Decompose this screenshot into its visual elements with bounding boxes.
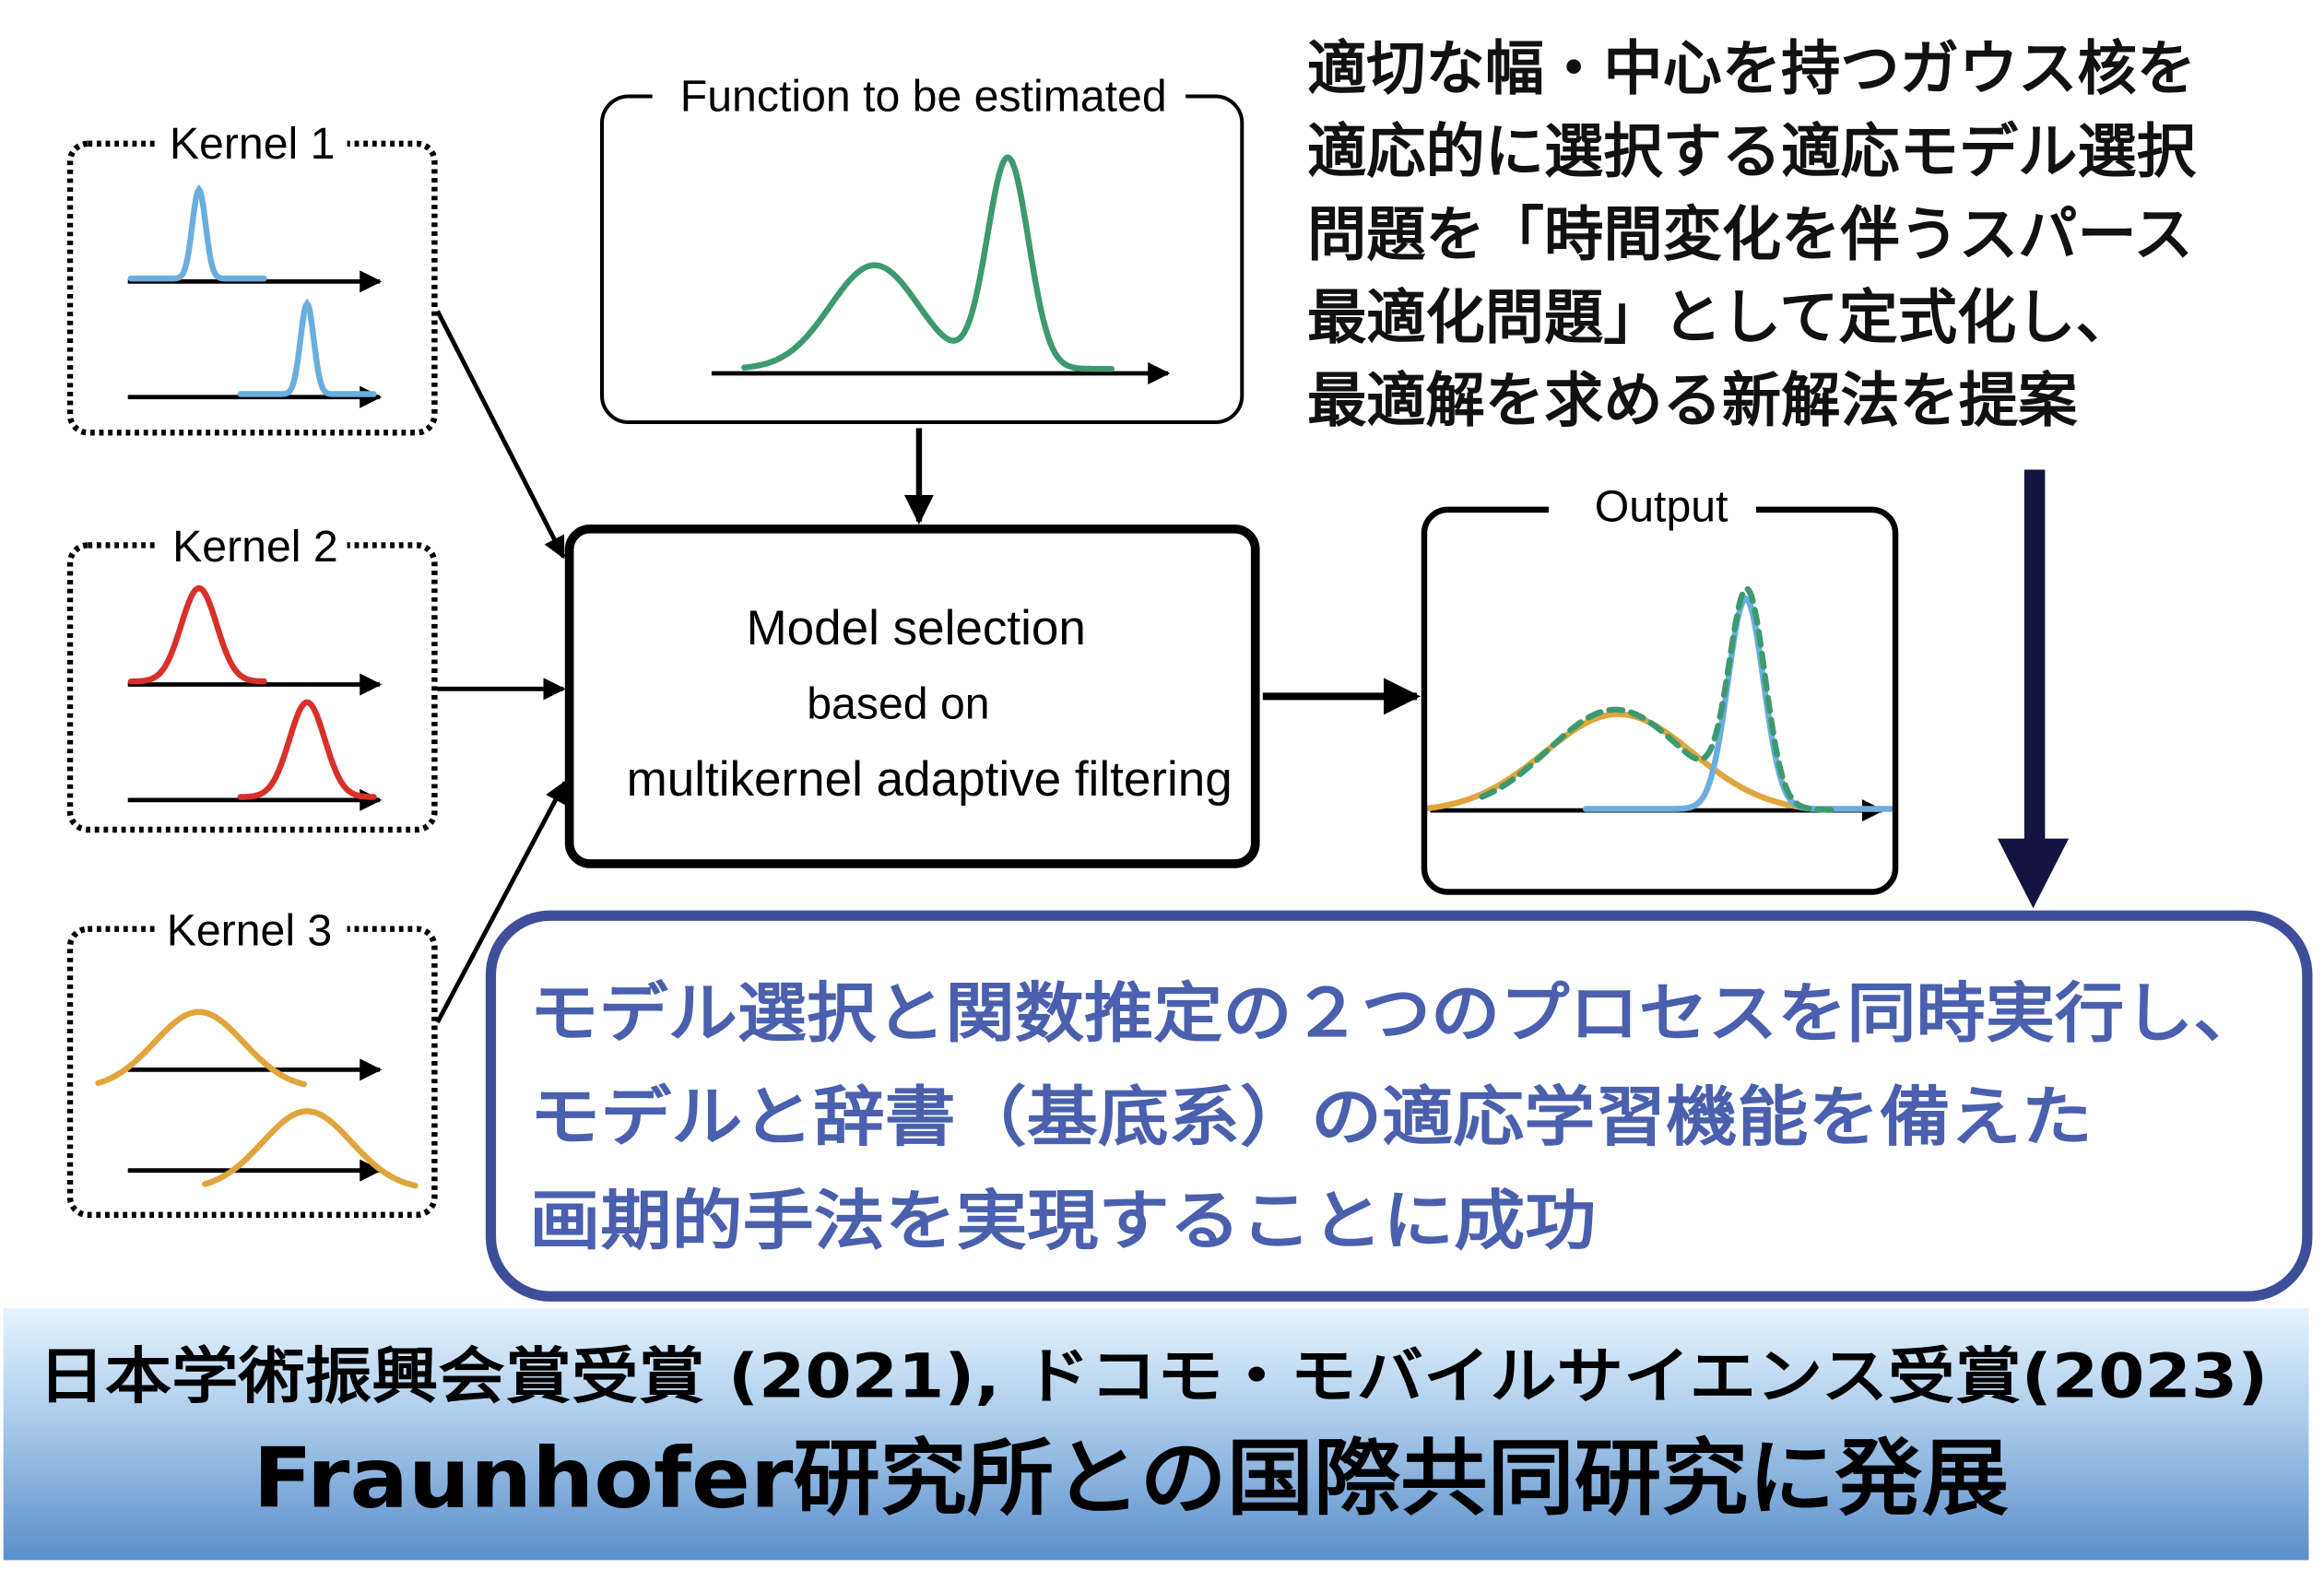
- down-arrow-icon: [1997, 469, 2070, 909]
- kernel-2-box: Kernel 2: [66, 522, 438, 833]
- output-box: Output: [1421, 482, 1899, 895]
- kernel-3-box: Kernel 3: [66, 905, 438, 1219]
- kernel-2-shifted-curve: [237, 699, 377, 800]
- awards-line-2: Fraunhofer研究所との国際共同研究に発展: [253, 1430, 2009, 1527]
- kernel-3-shifted-curve: [202, 1108, 419, 1189]
- output-estimate-dashed-curve: [1479, 585, 1841, 813]
- model-line-3: multikernel adaptive filtering: [627, 752, 1233, 807]
- output-label: Output: [1595, 482, 1728, 532]
- function-box: Function to be estimated: [599, 72, 1245, 425]
- model-line-1: Model selection: [747, 601, 1086, 655]
- awards-banner: 日本学術振興会賞受賞 (2021), ドコモ・モバイルサイエンス受賞(2023)…: [3, 1308, 2309, 1561]
- result-line: 画期的手法を実現することに成功: [529, 1182, 1596, 1258]
- estimated-function-curve: [741, 154, 1115, 372]
- kernel-1-curve: [127, 183, 267, 282]
- result-line: モデルと辞書（基底系）の適応学習機能を備えた: [529, 1079, 2093, 1155]
- kernel-2-label: Kernel 2: [172, 522, 338, 572]
- summary-text: 適切な幅・中心を持つガウス核を 適応的に選択する適応モデル選択 問題を「時間変化…: [1307, 34, 2197, 435]
- curves-layer: [95, 154, 1894, 1189]
- summary-line: 最適化問題」として定式化し、: [1307, 283, 2135, 352]
- summary-line: 問題を「時間変化を伴うスパース: [1307, 200, 2193, 269]
- kernel-1-shifted-curve: [237, 298, 377, 397]
- output-narrow-kernel-curve: [1582, 595, 1894, 812]
- summary-line: 適切な幅・中心を持つガウス核を: [1307, 34, 2196, 103]
- result-box: モデル選択と関数推定の２つのプロセスを同時実行し、 モデルと辞書（基底系）の適応…: [485, 910, 2313, 1302]
- model-selection-box: Model selection based on multikernel ada…: [564, 524, 1260, 868]
- kernel-3-curve: [95, 1009, 308, 1088]
- model-line-2: based on: [807, 678, 989, 728]
- kernel-2-curve: [127, 584, 267, 685]
- summary-line: 適応的に選択する適応モデル選択: [1307, 117, 2197, 186]
- summary-line: 最適解を求める新解法を提案: [1307, 366, 2078, 435]
- function-box-label: Function to be estimated: [680, 72, 1167, 122]
- flow-arrows: [435, 310, 1421, 1024]
- awards-line-1: 日本学術振興会賞受賞 (2021), ドコモ・モバイルサイエンス受賞(2023): [38, 1341, 2268, 1412]
- kernel-1-box: Kernel 1: [66, 119, 438, 436]
- kernel-3-label: Kernel 3: [167, 905, 333, 955]
- kernel-1-label: Kernel 1: [170, 119, 336, 169]
- result-line: モデル選択と関数推定の２つのプロセスを同時実行し、: [529, 974, 2262, 1051]
